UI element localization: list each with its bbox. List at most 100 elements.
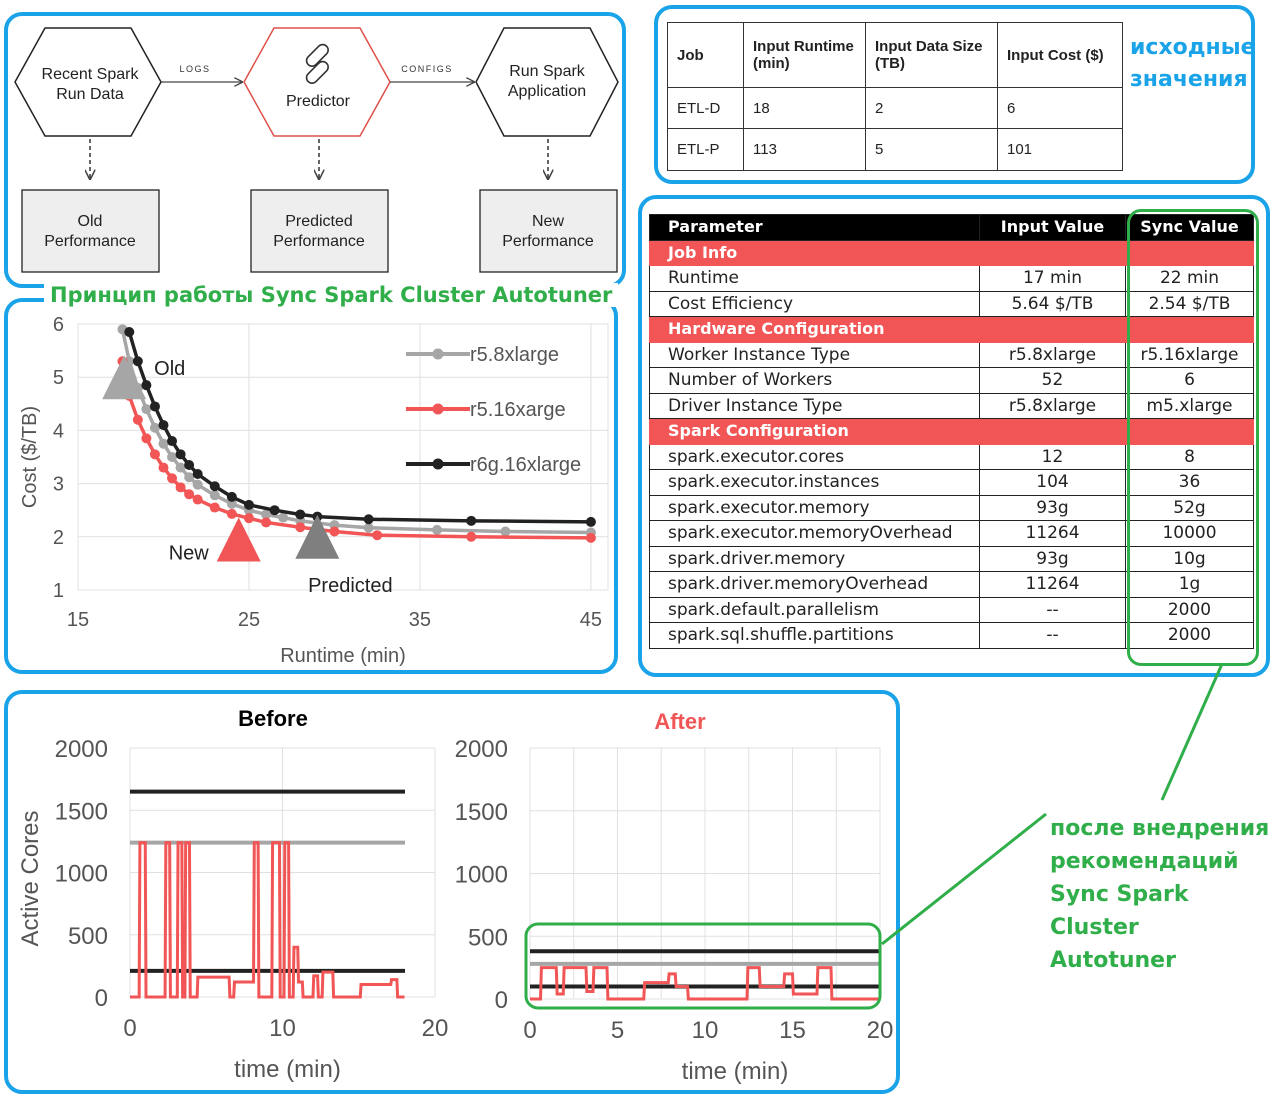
job-cell: 18 (743, 87, 866, 129)
param-sync-value: 10000 (1125, 520, 1254, 547)
box-new-line-1: New (532, 213, 564, 230)
data-point (141, 433, 152, 444)
param-sync-value: 2000 (1125, 622, 1254, 649)
box-old-performance (21, 189, 160, 273)
param-name: Driver Instance Type (649, 392, 980, 419)
y-tick-label: 4 (53, 420, 64, 442)
param-name: spark.executor.memory (649, 494, 980, 521)
y-tick-label: 1000 (55, 861, 108, 888)
box-old-line-1: Old (78, 213, 103, 230)
table-row: spark.sql.shuffle.partitions--2000 (649, 622, 1254, 649)
box-predicted-line-1: Predicted (285, 213, 353, 230)
plot-frame (77, 323, 609, 591)
job-cell: 101 (997, 128, 1123, 171)
param-input-value: 17 min (979, 265, 1126, 292)
param-input-value: 11264 (979, 571, 1126, 598)
x-axis-label: time (min) (682, 1058, 789, 1085)
y-tick-label: 1000 (455, 862, 508, 889)
data-point (295, 509, 306, 520)
param-section-header: Job Info (649, 239, 1254, 266)
x-tick-label: 0 (523, 1017, 536, 1044)
param-input-value: 93g (979, 545, 1126, 572)
y-tick-label: 500 (468, 924, 508, 951)
data-point (175, 482, 186, 493)
data-point (585, 532, 596, 543)
param-input-value: -- (979, 596, 1126, 623)
job-table-header: Job Input Runtime (min) Input Data Size … (667, 22, 1123, 88)
data-point (149, 422, 160, 433)
param-name: spark.driver.memoryOverhead (649, 571, 980, 598)
x-tick-label: 35 (409, 609, 431, 631)
param-input-value: r5.8xlarge (979, 392, 1126, 419)
box-old-line-2: Performance (44, 233, 136, 250)
y-tick-label: 1500 (55, 798, 108, 825)
x-axis-label: Runtime (min) (280, 645, 406, 667)
job-cell: 113 (743, 128, 866, 171)
legend-marker (432, 403, 444, 415)
param-sync-value: 52g (1125, 494, 1254, 521)
data-point (226, 498, 237, 509)
legend-marker (432, 348, 444, 360)
data-point (278, 512, 289, 523)
y-tick-label: 2000 (455, 736, 508, 763)
x-tick-label: 0 (123, 1015, 136, 1042)
x-tick-label: 15 (67, 609, 89, 631)
data-point (175, 462, 186, 473)
data-point (466, 515, 477, 526)
data-point (141, 404, 152, 415)
data-point (209, 490, 220, 501)
param-input-value: 104 (979, 469, 1126, 496)
note-initial-line: исходные (1130, 35, 1256, 60)
job-input-table: Job Input Runtime (min) Input Data Size … (667, 22, 1123, 171)
param-name: Worker Instance Type (649, 341, 980, 368)
data-point (124, 326, 135, 337)
data-point (158, 420, 169, 431)
series-line (130, 841, 405, 999)
job-cell: ETL-D (667, 87, 744, 129)
param-sync-value: 36 (1125, 469, 1254, 496)
param-section-header: Spark Configuration (649, 418, 1254, 445)
data-point (175, 449, 186, 460)
data-point (149, 449, 160, 460)
node-run-line-1: Run Spark (509, 63, 586, 80)
job-col-runtime: Input Runtime (min) (743, 22, 866, 88)
node-recent-run-data (14, 27, 162, 137)
annotation-label: New (169, 542, 210, 564)
param-name: spark.executor.instances (649, 469, 980, 496)
param-input-value: 12 (979, 443, 1126, 470)
caption-principle: Принцип работы Sync Spark Cluster Autotu… (44, 283, 619, 307)
table-row: ETL-P 113 5 101 (667, 128, 1123, 171)
data-point (149, 401, 160, 412)
pill-icon (305, 43, 329, 84)
box-new-performance (479, 189, 618, 273)
note-after-line: рекомендаций (1050, 849, 1239, 874)
connector-line-chart (881, 812, 1047, 946)
param-col-sync: Sync Value (1125, 214, 1254, 241)
node-predictor-label: Predictor (286, 93, 351, 110)
data-point (261, 517, 272, 528)
param-sync-value: r5.16xlarge (1125, 341, 1254, 368)
job-col-size: Input Data Size (TB) (865, 22, 998, 88)
data-point (466, 531, 477, 542)
data-point (585, 516, 596, 527)
active-cores-panel (4, 690, 900, 1094)
y-tick-label: 1500 (455, 799, 508, 826)
param-sync-value: 8 (1125, 443, 1254, 470)
data-point (432, 524, 443, 535)
data-point (500, 526, 511, 537)
after-connector (881, 663, 1224, 946)
note-after-line: Autotuner (1050, 948, 1176, 973)
connector-line-table (1160, 663, 1224, 801)
data-point (167, 452, 178, 462)
sync-value-highlight (1127, 209, 1259, 666)
table-row: ETL-D 18 2 6 (667, 87, 1123, 129)
